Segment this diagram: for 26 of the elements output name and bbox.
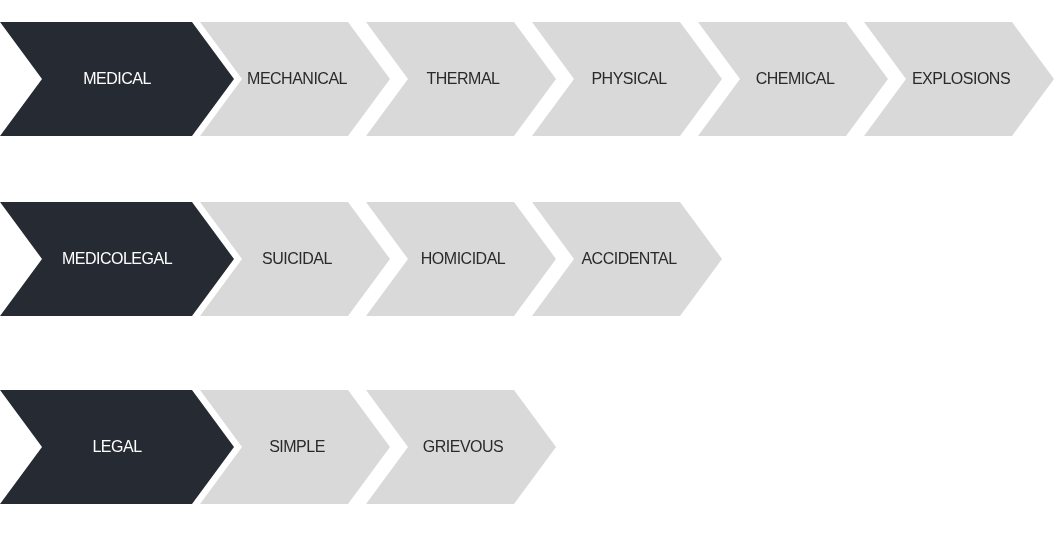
process-step (200, 390, 390, 504)
process-step (366, 390, 556, 504)
step-label: GRIEVOUS (422, 438, 504, 456)
process-step (532, 202, 722, 316)
step-label: THERMAL (426, 70, 500, 88)
step-label: CHEMICAL (755, 70, 835, 88)
step-label: MEDICAL (83, 70, 151, 88)
process-step (698, 22, 888, 136)
step-label: LEGAL (92, 438, 142, 456)
process-step (200, 22, 390, 136)
process-step (864, 22, 1054, 136)
process-step (532, 22, 722, 136)
process-step (366, 202, 556, 316)
step-label: MEDICOLEGAL (61, 250, 173, 268)
step-label: HOMICIDAL (420, 250, 506, 268)
process-step (200, 202, 390, 316)
step-label: MECHANICAL (247, 70, 347, 88)
step-label: EXPLOSIONS (911, 70, 1011, 88)
process-step (366, 22, 556, 136)
step-label: PHYSICAL (591, 70, 667, 88)
category-block (0, 390, 234, 504)
step-label: SIMPLE (269, 438, 325, 456)
step-label: ACCIDENTAL (581, 250, 677, 268)
step-label: SUICIDAL (262, 250, 332, 268)
category-block (0, 22, 234, 136)
category-block (0, 202, 234, 316)
